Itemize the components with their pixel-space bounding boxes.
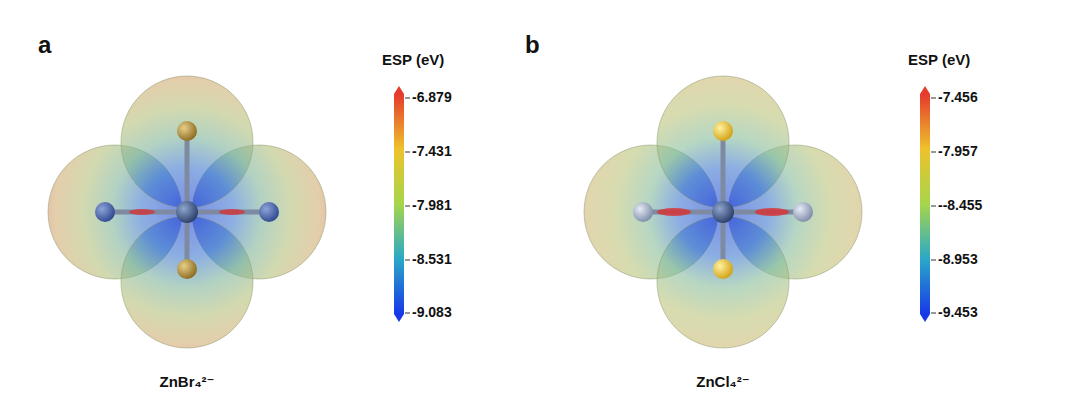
colorbar-tick: -7.456 [938, 90, 978, 105]
colorbar-tick: --8.455 [938, 198, 982, 213]
panel-letter: a [38, 32, 51, 58]
colorbar-tick: -6.879 [412, 90, 452, 105]
colorbar-tick: -8.531 [412, 252, 452, 267]
molecule-label: ZnBr₄²⁻ [159, 374, 214, 391]
molecule-label: ZnCl₄²⁻ [696, 374, 749, 391]
colorbar [920, 86, 936, 322]
colorbar-tick: -7.957 [938, 144, 978, 159]
colorbar-tick: -7.431 [412, 144, 452, 159]
colorbar-tick: -9.453 [938, 305, 978, 320]
colorbar-title: ESP (eV) [382, 52, 444, 69]
panel-letter: b [525, 32, 540, 58]
colorbar [394, 86, 410, 322]
colorbar-tick: -8.953 [938, 252, 978, 267]
znbr4-molecule [48, 76, 326, 348]
colorbar-title: ESP (eV) [908, 52, 970, 69]
zncl4-molecule [584, 76, 862, 348]
colorbar-tick: -9.083 [412, 305, 452, 320]
colorbar-tick: -7.981 [412, 198, 452, 213]
